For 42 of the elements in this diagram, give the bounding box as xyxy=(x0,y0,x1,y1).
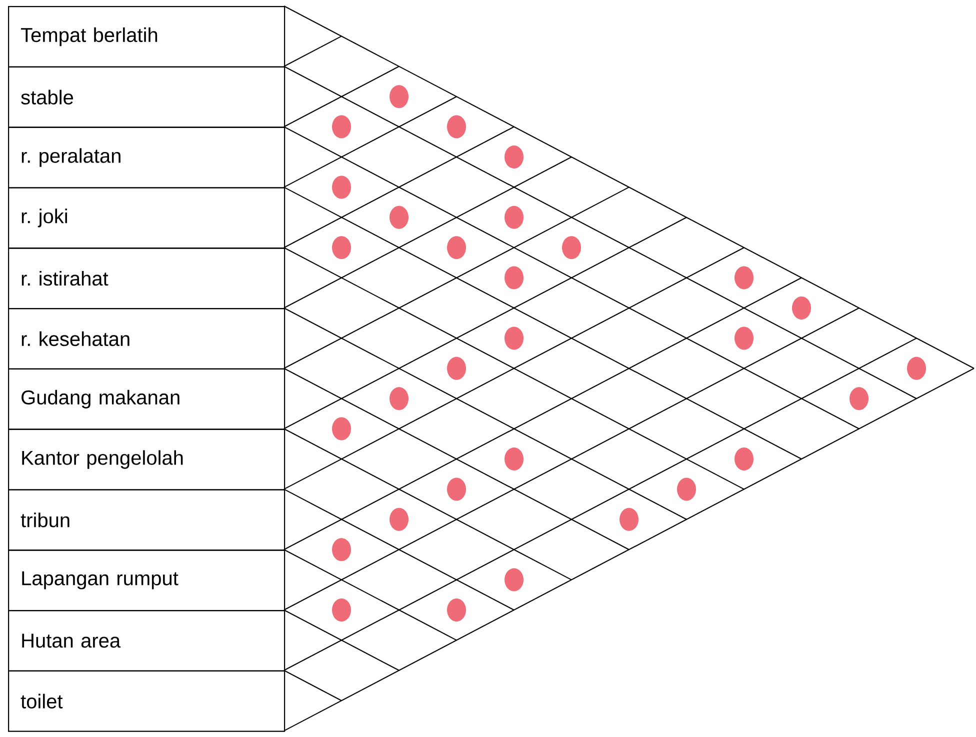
dot xyxy=(734,448,754,470)
dot xyxy=(504,146,524,168)
dot xyxy=(907,356,926,380)
dot xyxy=(620,508,638,531)
table-cell: Tempat berlatih xyxy=(8,6,286,68)
dot xyxy=(447,115,466,138)
table-cell: r. istirahat xyxy=(8,248,286,310)
table-cell: toilet xyxy=(8,670,286,732)
dot xyxy=(734,326,754,350)
dot xyxy=(504,568,524,592)
dot xyxy=(504,266,524,290)
table-cell: Kantor pengelolah xyxy=(8,428,286,490)
table-cell: Hutan area xyxy=(8,610,286,672)
dot xyxy=(332,538,351,562)
dot xyxy=(390,206,408,229)
dot xyxy=(734,266,754,290)
dot xyxy=(504,206,524,229)
dot xyxy=(332,115,351,138)
dot xyxy=(332,598,351,622)
dot xyxy=(504,448,524,470)
dot xyxy=(447,236,466,260)
dot xyxy=(850,387,868,410)
table-cell: r. joki xyxy=(8,187,286,249)
dot xyxy=(332,417,351,440)
table-cell: r. kesehatan xyxy=(8,308,286,370)
dot xyxy=(390,508,408,531)
dot xyxy=(562,236,581,260)
dot xyxy=(390,387,408,410)
dot xyxy=(447,478,466,501)
dot xyxy=(332,176,351,199)
dot xyxy=(792,296,811,320)
dot xyxy=(332,236,351,260)
table-cell: Gudang makanan xyxy=(8,368,286,430)
dot xyxy=(447,598,466,622)
table-cell: stable xyxy=(8,66,286,128)
dot xyxy=(390,85,408,108)
dot xyxy=(504,326,524,350)
table-cell: r. peralatan xyxy=(8,126,286,188)
dot xyxy=(677,478,696,501)
dot xyxy=(447,356,466,380)
table-cell: tribun xyxy=(8,489,286,551)
table-cell: Lapangan rumput xyxy=(8,550,286,612)
